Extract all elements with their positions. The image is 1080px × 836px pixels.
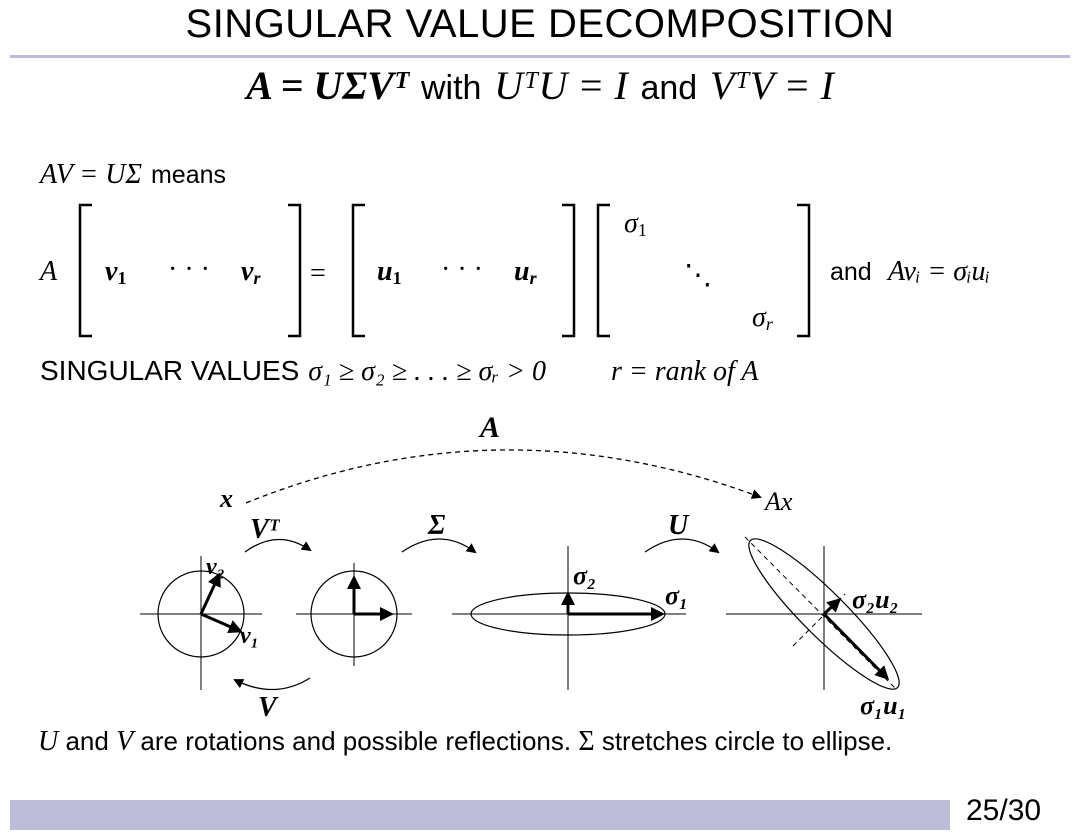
ax-label: Ax bbox=[763, 487, 793, 516]
map-a-arc bbox=[245, 449, 762, 504]
with-word: with bbox=[420, 69, 482, 107]
ur-entry: ur bbox=[514, 256, 538, 288]
u-arrow bbox=[644, 538, 720, 554]
bracket-u-left bbox=[351, 203, 365, 338]
sigma1-u1-vector bbox=[822, 612, 890, 681]
bracket-sigma-right bbox=[797, 203, 811, 338]
sigmar-entry: σr bbox=[752, 302, 774, 334]
orthogonal-v: VᵀV = I bbox=[709, 63, 834, 108]
u-dots: · · · bbox=[441, 254, 483, 285]
bracket-sigma-left bbox=[596, 203, 610, 338]
caption-sigma: Σ bbox=[578, 726, 595, 757]
sigma2-u2-vector bbox=[822, 597, 842, 616]
unit-circle-2 bbox=[310, 570, 398, 658]
svd-equation: A = UΣVᵀ with UᵀU = I and VᵀV = I bbox=[0, 62, 1080, 109]
title-rule bbox=[10, 55, 1070, 58]
sigma1-u1-label: σ₁u₁ bbox=[860, 691, 907, 720]
vt-label: Vᵀ bbox=[250, 514, 281, 545]
and-word-2: and bbox=[830, 258, 872, 286]
av-line: AV = UΣ means bbox=[40, 157, 226, 191]
singular-values-label: SINGULAR VALUES bbox=[40, 355, 300, 386]
bracket-v-right bbox=[288, 203, 302, 338]
av-sigma-u-relation: Avᵢ = σᵢuᵢ bbox=[886, 256, 990, 287]
sigma-arrow bbox=[401, 538, 477, 554]
caption-rotations: are rotations and possible reflections. bbox=[133, 726, 579, 756]
singular-values-line: SINGULAR VALUES σ₁ ≥ σ₂ ≥ . . . ≥ σᵣ > 0… bbox=[40, 354, 758, 388]
v-arrow bbox=[233, 677, 311, 691]
matrix-equation: A v1 · · · vr = u1 · · · ur σ1 ⋱ σr and … bbox=[38, 203, 990, 338]
slide-title: SINGULAR VALUE DECOMPOSITION bbox=[185, 2, 895, 46]
v2-vector bbox=[199, 572, 221, 615]
rank-definition: r = rank of A bbox=[610, 356, 759, 387]
v1-entry: v1 bbox=[105, 256, 126, 288]
vr-entry: vr bbox=[241, 256, 261, 288]
av-expr: AV = UΣ bbox=[40, 159, 143, 190]
unit-circle-1 bbox=[157, 570, 245, 658]
diagonal-dots: ⋱ bbox=[684, 260, 712, 291]
means-word: means bbox=[150, 161, 227, 189]
svd-main: A = UΣVᵀ bbox=[246, 63, 409, 108]
map-a-label: A bbox=[478, 411, 500, 444]
caption-u: U bbox=[38, 726, 59, 757]
orthogonal-u: UᵀU = I bbox=[494, 63, 628, 108]
v1-label: v₁ bbox=[240, 623, 259, 649]
matrix-a: A bbox=[38, 256, 58, 287]
u-map-label: U bbox=[668, 510, 690, 541]
v1-vector bbox=[200, 612, 243, 634]
sigma1-entry: σ1 bbox=[624, 208, 647, 240]
svd-diagram: A x Ax Vᵀ Σ U V v₂ v₁ σ₂ σ₁ bbox=[140, 411, 922, 723]
page-number: 25/30 bbox=[966, 794, 1042, 827]
sigma2-u2-label: σ₂u₂ bbox=[852, 585, 899, 614]
v-map-label: V bbox=[258, 692, 279, 723]
vt-arrow bbox=[244, 538, 312, 553]
caption-stretches: stretches circle to ellipse. bbox=[594, 726, 893, 756]
bracket-v-left bbox=[78, 203, 92, 338]
bracket-u-right bbox=[562, 203, 576, 338]
and-word: and bbox=[640, 69, 698, 107]
sigma-map-label: Σ bbox=[427, 510, 446, 541]
v2-label: v₂ bbox=[206, 554, 225, 580]
minor-axis-dashed bbox=[792, 593, 846, 647]
sigma2-label: σ₂ bbox=[573, 561, 596, 590]
caption-v: V bbox=[116, 726, 134, 757]
sigma1-label: σ₁ bbox=[665, 581, 688, 610]
x-label: x bbox=[219, 484, 233, 513]
singular-values-order: σ₁ ≥ σ₂ ≥ . . . ≥ σᵣ > 0 bbox=[308, 356, 547, 387]
caption: U and V are rotations and possible refle… bbox=[38, 724, 892, 758]
u1-entry: u1 bbox=[377, 256, 402, 288]
caption-and: and bbox=[58, 726, 117, 756]
footer-bar bbox=[10, 800, 950, 830]
v-dots: · · · bbox=[168, 254, 210, 285]
matrix-equals: = bbox=[310, 258, 326, 289]
